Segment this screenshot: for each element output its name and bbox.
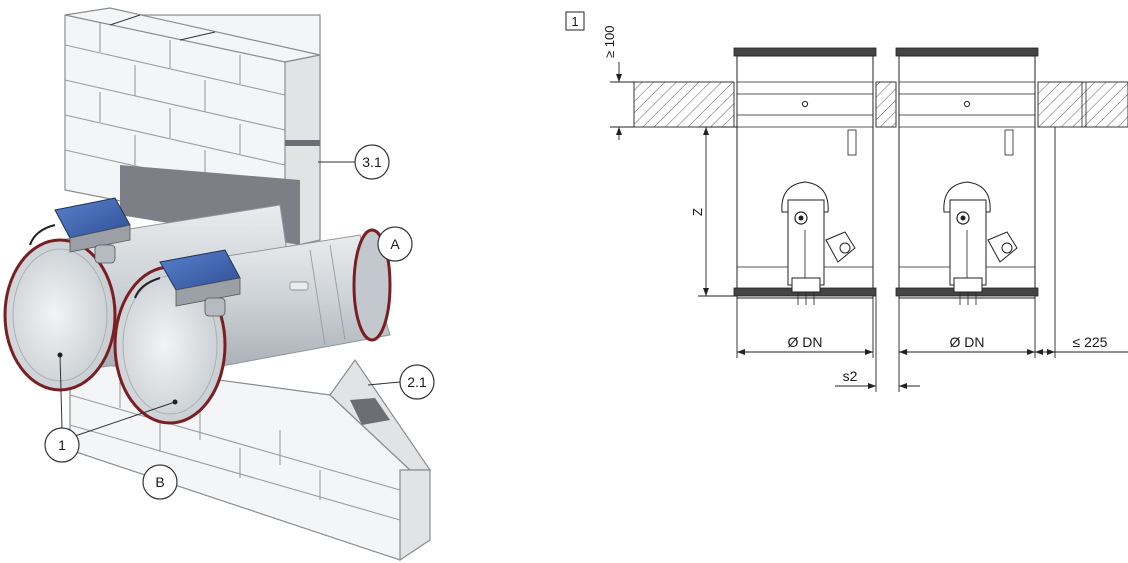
svg-text:1: 1: [571, 14, 578, 29]
dimension-max-225: ≤ 225: [1035, 127, 1128, 358]
dimension-dn-left: Ø DN: [736, 296, 874, 358]
actuator-right: [134, 249, 241, 317]
callout-1: 1: [44, 352, 178, 463]
mortar-wedge-joint: [350, 398, 390, 425]
detail-number-box: 1: [565, 11, 585, 31]
duct-left-opening: [3, 238, 117, 392]
duct-right-far-end: [352, 228, 392, 342]
release-mechanism-left: [781, 181, 856, 305]
dimension-s2: s2: [835, 296, 920, 392]
svg-text:Z: Z: [690, 208, 705, 216]
wall-lower-end: [399, 469, 431, 562]
svg-text:3.1: 3.1: [362, 154, 382, 170]
brick-wall-illustration: 3.1 A 2.1 1 B: [3, 7, 435, 562]
svg-text:Ø DN: Ø DN: [788, 334, 823, 350]
svg-text:s2: s2: [843, 368, 858, 384]
dimension-z: Z: [690, 126, 737, 297]
svg-text:B: B: [155, 474, 164, 490]
wall-section-middle: [875, 81, 897, 128]
callout-3-1: 3.1: [318, 144, 390, 180]
svg-text:A: A: [390, 236, 400, 252]
wall-section-left: [633, 81, 735, 128]
actuator-left: [29, 197, 131, 264]
damper-body-right: [895, 47, 1039, 299]
svg-text:≤ 225: ≤ 225: [1073, 334, 1108, 350]
dimension-min-100: ≥ 100: [602, 26, 634, 140]
callout-B: B: [142, 464, 178, 500]
svg-text:Ø DN: Ø DN: [950, 334, 985, 350]
mortar-joint-dark: [285, 140, 320, 146]
callout-A: A: [377, 226, 413, 262]
dimension-dn-right: Ø DN: [898, 296, 1036, 392]
svg-text:2.1: 2.1: [407, 374, 427, 390]
fire-damper-right: [113, 228, 392, 425]
svg-text:1: 1: [58, 437, 66, 453]
release-mechanism-right: [943, 181, 1018, 305]
callout-2-1: 2.1: [367, 364, 435, 400]
section-drawing: 1: [565, 11, 1128, 392]
svg-text:≥ 100: ≥ 100: [602, 26, 617, 58]
wall-section-right: [1037, 81, 1128, 128]
